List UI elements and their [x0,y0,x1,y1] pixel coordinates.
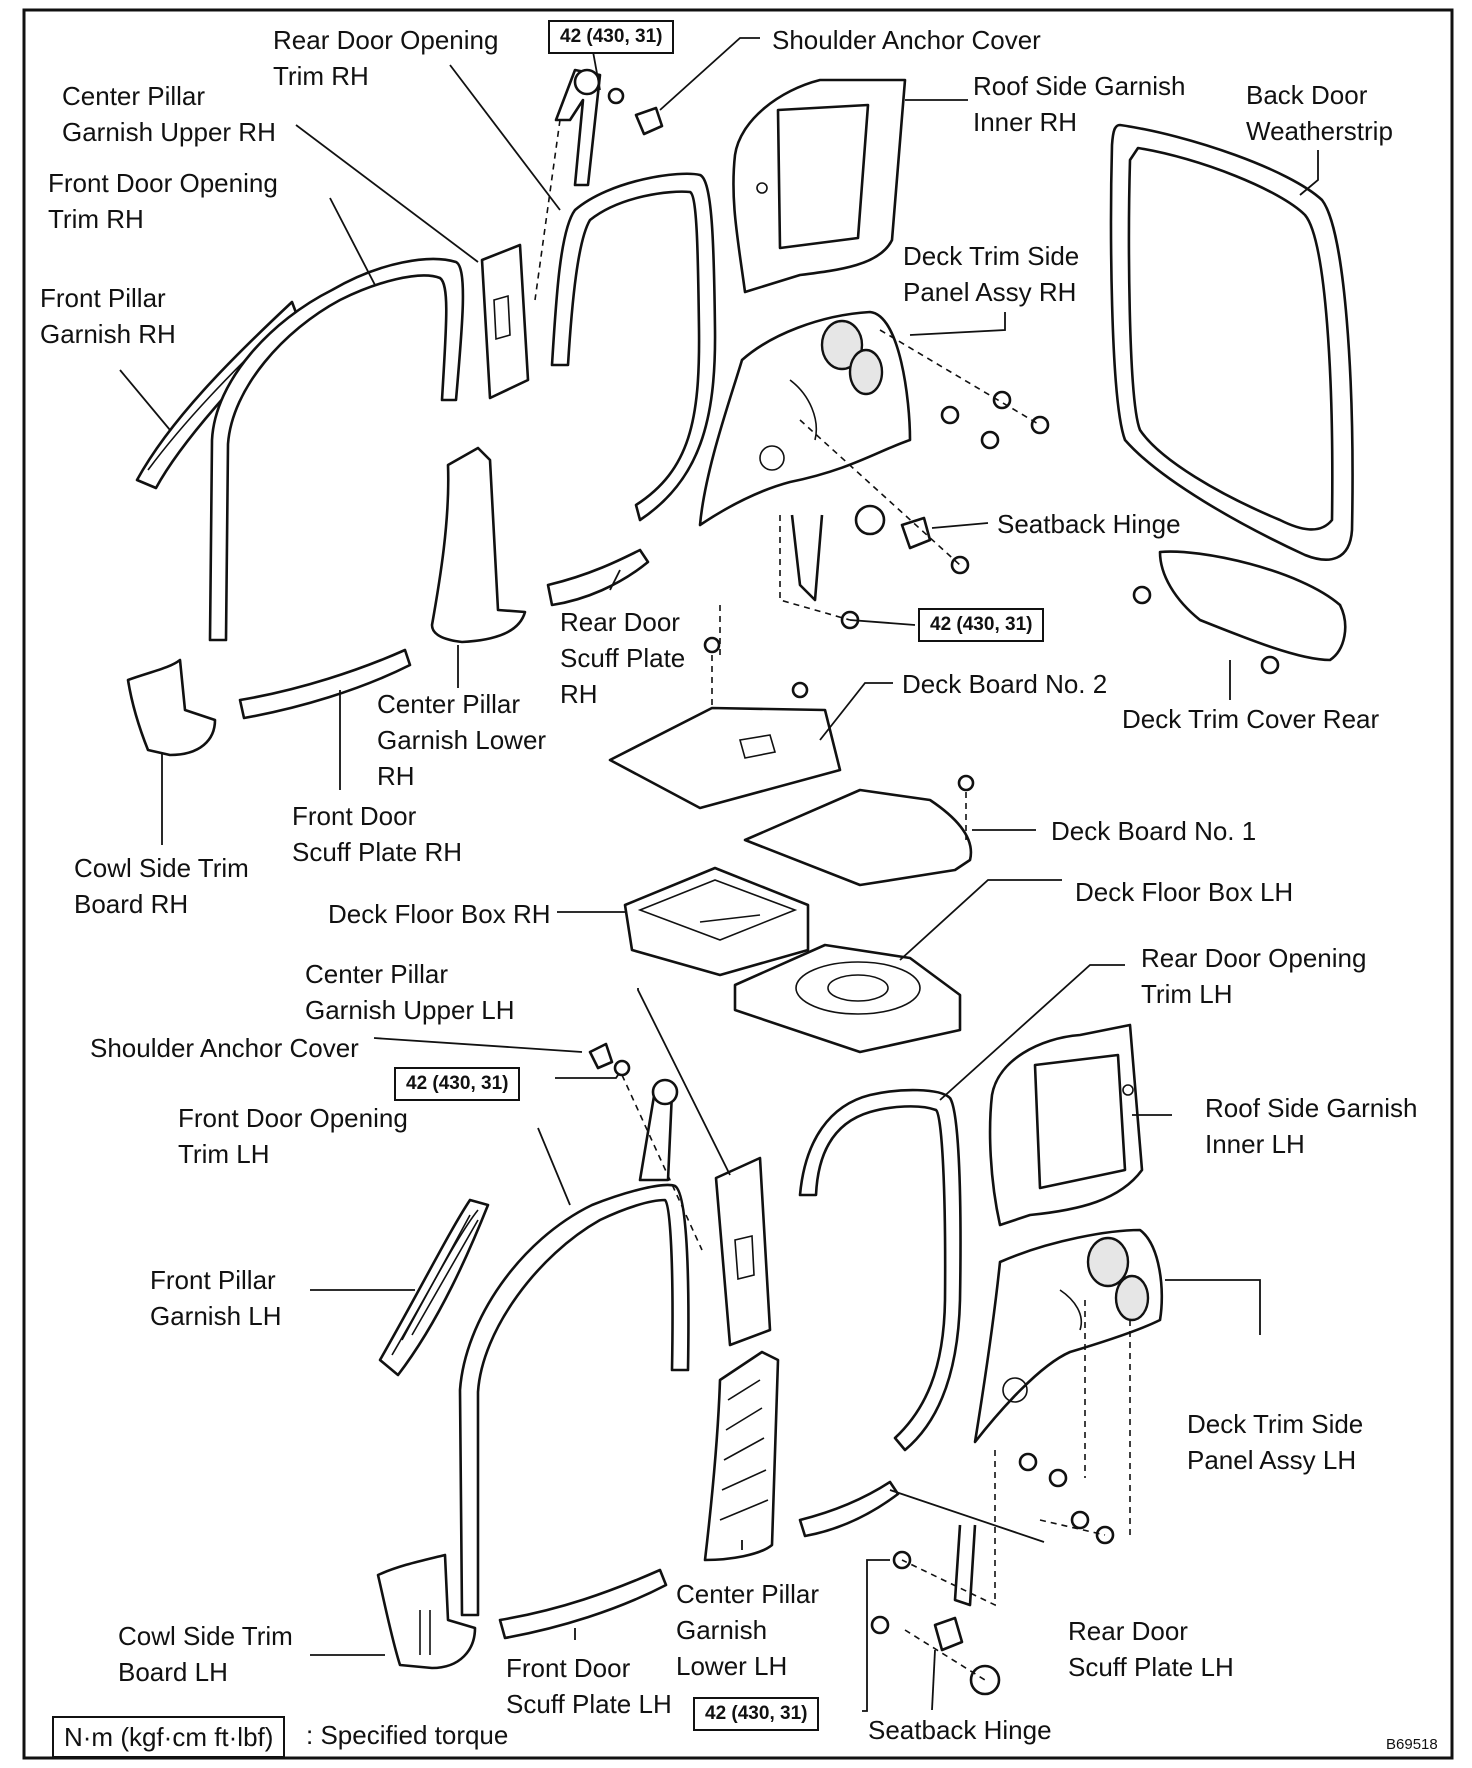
deck-board-no2-part [608,636,842,810]
legend-torque-unit: N·m (kgf·cm ft·lbf) [52,1716,286,1758]
seatback-hinge-rh-part [790,504,970,602]
seatback-hinge-lh-part [933,1524,1001,1696]
rear-door-opening-trim-lh-part [798,1088,962,1452]
label-front-pillar-garnish-lh: Front Pillar Garnish LH [150,1265,282,1331]
deck-trim-side-panel-rh-part [698,310,912,527]
front-door-scuff-plate-lh-part [498,1568,668,1640]
shoulder-belt-rh-part [554,68,664,187]
label-seatback-hinge-lh: Seatback Hinge [868,1715,1052,1745]
torque-box-lh-lower: 42 (430, 31) [693,1697,820,1731]
roof-side-garnish-inner-rh-part [732,78,907,294]
label-rear-door-scuff-plate-rh: Rear Door Scuff Plate RH [560,607,686,709]
label-center-pillar-garnish-lower-rh: Center Pillar Garnish Lower RH [377,689,547,791]
label-center-pillar-garnish-upper-lh: Center Pillar Garnish Upper LH [305,959,515,1025]
cowl-side-trim-board-lh-part [376,1553,477,1670]
back-door-weatherstrip-part [1109,123,1354,561]
label-cowl-side-trim-board-rh: Cowl Side Trim Board RH [74,853,249,919]
deck-trim-cover-rear-part [1132,550,1347,675]
label-front-door-opening-trim-lh: Front Door Opening Trim LH [178,1103,408,1169]
label-rear-door-opening-trim-rh: Rear Door Opening Trim RH [273,25,499,91]
center-pillar-garnish-upper-lh-part [714,1156,772,1347]
shoulder-belt-lh-part [588,1042,703,1251]
alignment-lines-lh [901,1300,1131,1681]
roof-side-garnish-inner-lh-part [988,1023,1144,1227]
label-center-pillar-garnish-lower-lh: Center Pillar Garnish Lower LH [676,1579,820,1681]
rear-door-scuff-plate-rh-part [546,548,650,607]
label-rear-door-scuff-plate-lh: Rear Door Scuff Plate LH [1068,1616,1234,1682]
label-deck-board-no2: Deck Board No. 2 [902,669,1108,699]
torque-box-rh-lower: 42 (430, 31) [918,608,1045,642]
label-rear-door-opening-trim-lh: Rear Door Opening Trim LH [1141,943,1367,1009]
center-pillar-garnish-upper-rh-part [480,243,530,400]
label-roof-side-garnish-inner-lh: Roof Side Garnish Inner LH [1205,1093,1418,1159]
label-roof-side-garnish-inner-rh: Roof Side Garnish Inner RH [973,71,1186,137]
diagram-frame [22,8,1454,1760]
label-deck-board-no1: Deck Board No. 1 [1051,816,1257,846]
bolts-rh [840,390,1050,630]
front-pillar-garnish-lh-part [378,1198,490,1377]
label-deck-trim-side-panel-assy-lh: Deck Trim Side Panel Assy LH [1187,1409,1364,1475]
leader-lines [119,37,1319,1711]
label-shoulder-anchor-cover-lh: Shoulder Anchor Cover [90,1033,359,1063]
deck-floor-box-rh-part [623,866,810,977]
torque-box-lh-upper: 42 (430, 31) [394,1067,521,1101]
deck-board-no1-part [743,774,975,887]
deck-floor-box-lh-part [733,943,962,1054]
front-door-scuff-plate-rh-part [238,648,412,720]
rear-door-scuff-plate-lh-part [798,1480,900,1538]
label-back-door-weatherstrip: Back Door Weatherstrip [1246,80,1393,146]
rear-door-opening-trim-rh-part [550,172,717,522]
bolts-lh [870,1452,1115,1635]
center-pillar-garnish-lower-rh-part [430,446,527,644]
torque-leader-lines [555,45,916,1712]
label-cowl-side-trim-board-lh: Cowl Side Trim Board LH [118,1621,293,1687]
label-deck-trim-side-panel-assy-rh: Deck Trim Side Panel Assy RH [903,241,1080,307]
alignment-lines-rh [534,119,1041,655]
label-shoulder-anchor-cover-rh: Shoulder Anchor Cover [772,25,1041,55]
label-front-door-scuff-plate-lh: Front Door Scuff Plate LH [506,1653,672,1719]
torque-box-top: 42 (430, 31) [548,20,675,54]
cowl-side-trim-board-rh-part [126,658,217,757]
label-front-door-scuff-plate-rh: Front Door Scuff Plate RH [292,801,463,867]
label-deck-floor-box-rh: Deck Floor Box RH [328,899,551,929]
front-door-opening-trim-rh-part [208,257,465,642]
label-seatback-hinge-rh: Seatback Hinge [997,509,1181,539]
figure-code: B69518 [1386,1736,1438,1753]
center-pillar-garnish-lower-lh-part [703,1350,780,1562]
deck-trim-side-panel-lh-part [973,1228,1164,1444]
label-deck-floor-box-lh: Deck Floor Box LH [1075,877,1294,907]
label-center-pillar-garnish-upper-rh: Center Pillar Garnish Upper RH [62,81,276,147]
front-door-opening-trim-lh-part [458,1183,690,1617]
label-deck-trim-cover-rear: Deck Trim Cover Rear [1122,704,1380,734]
legend-specified-torque: : Specified torque [306,1720,509,1750]
label-front-door-opening-trim-rh: Front Door Opening Trim RH [48,168,278,234]
label-front-pillar-garnish-rh: Front Pillar Garnish RH [40,283,176,349]
